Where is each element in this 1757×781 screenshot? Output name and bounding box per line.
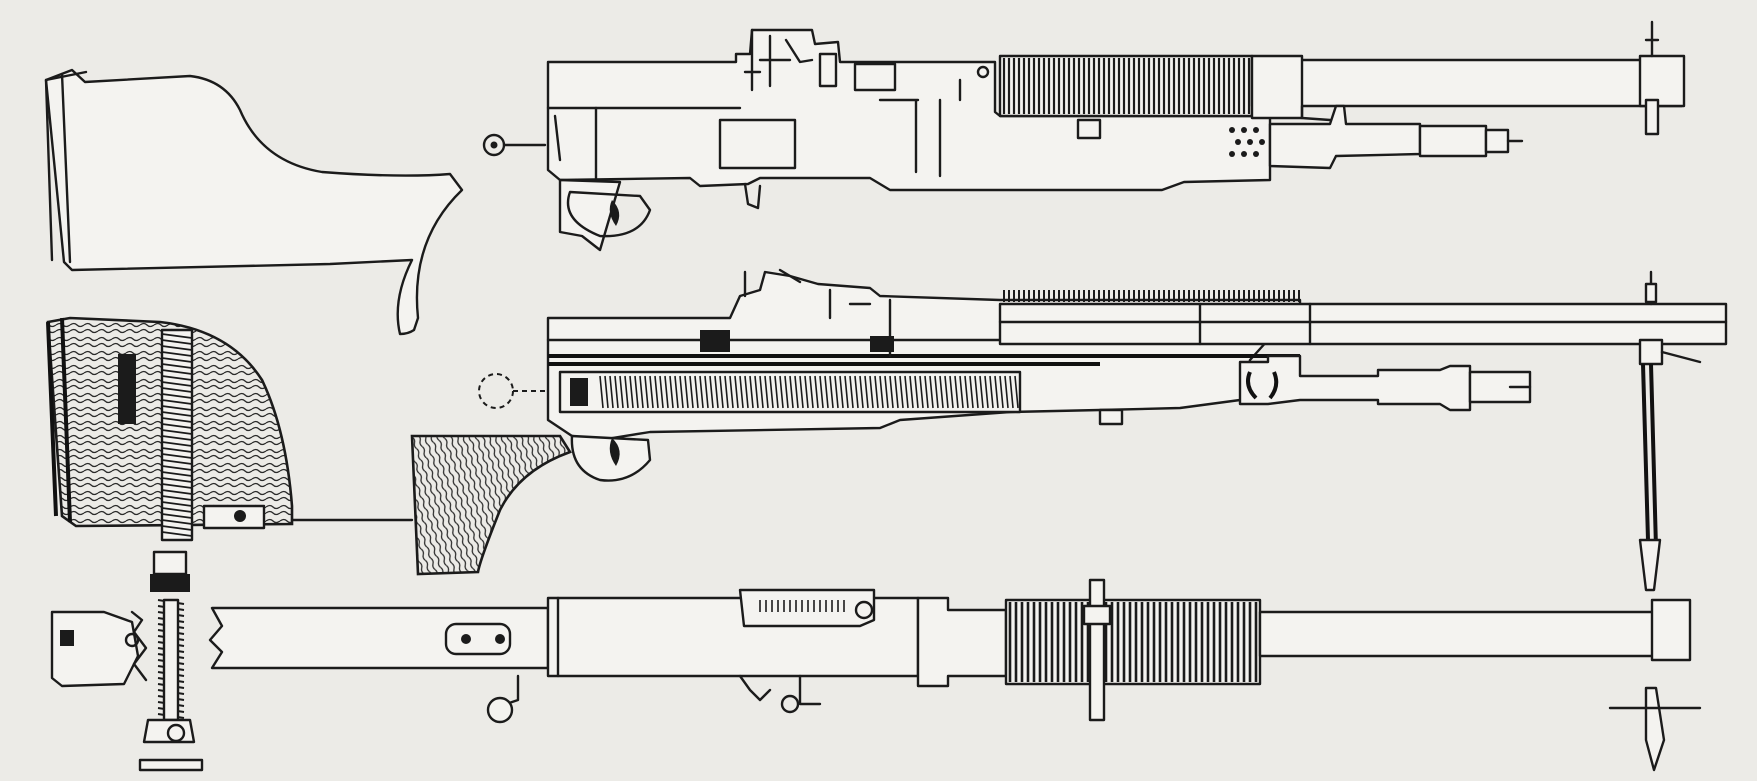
recoil-spring	[161, 333, 193, 537]
barrel-plan	[1258, 610, 1688, 658]
pistol-grip	[558, 178, 622, 252]
front-sight-plan	[1644, 686, 1666, 772]
barrel-section	[998, 302, 1728, 346]
dashed-swivel-ghost	[478, 373, 514, 409]
cooling-fins-plan	[1004, 598, 1262, 686]
butt-plate	[44, 70, 88, 264]
buttstock	[44, 68, 464, 336]
cooling-fin-set	[1002, 58, 1251, 114]
buttstock-section-grip	[410, 434, 572, 576]
gas-regulator	[1268, 104, 1422, 170]
trigger-guard	[566, 190, 652, 238]
gas-cylinder-section	[1238, 354, 1472, 412]
top-view	[50, 550, 1702, 772]
bipod-leg-front	[1638, 338, 1664, 366]
feed-cover	[743, 28, 838, 92]
rear-sight-scale	[759, 600, 845, 612]
butt-handle	[444, 622, 512, 656]
monopod-clamp	[152, 550, 188, 576]
cooling-fin-section	[1003, 290, 1300, 302]
butt-end-top	[50, 610, 140, 688]
vent-holes	[1229, 127, 1265, 157]
barrel	[1250, 58, 1684, 108]
sectional-view	[46, 268, 1728, 592]
bipod-mount	[1088, 578, 1106, 722]
action-spring	[599, 375, 1019, 409]
cooling-fins-plan-set	[1008, 602, 1258, 682]
trigger-section	[570, 434, 652, 482]
side-view	[44, 20, 1686, 336]
